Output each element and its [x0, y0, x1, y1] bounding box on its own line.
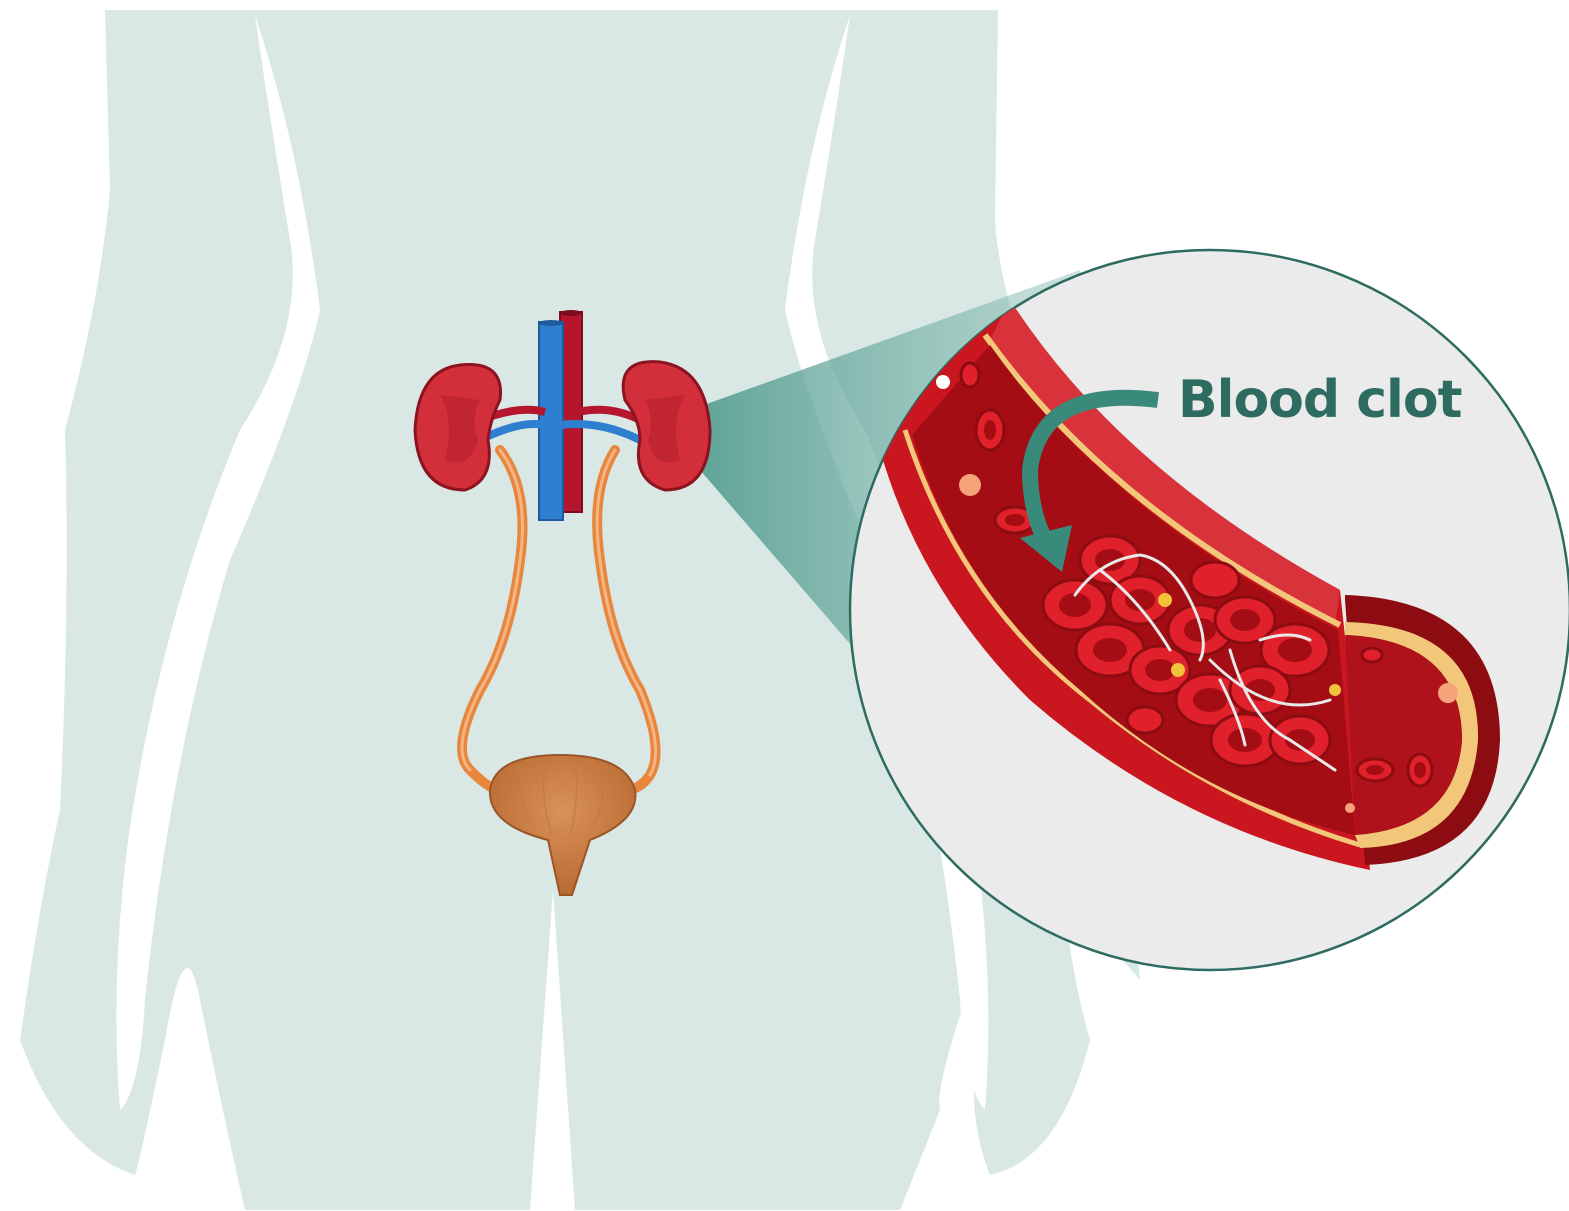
blood-clot-label: Blood clot [1178, 370, 1461, 430]
left-kidney-icon [415, 364, 501, 490]
white-dot [936, 375, 950, 389]
